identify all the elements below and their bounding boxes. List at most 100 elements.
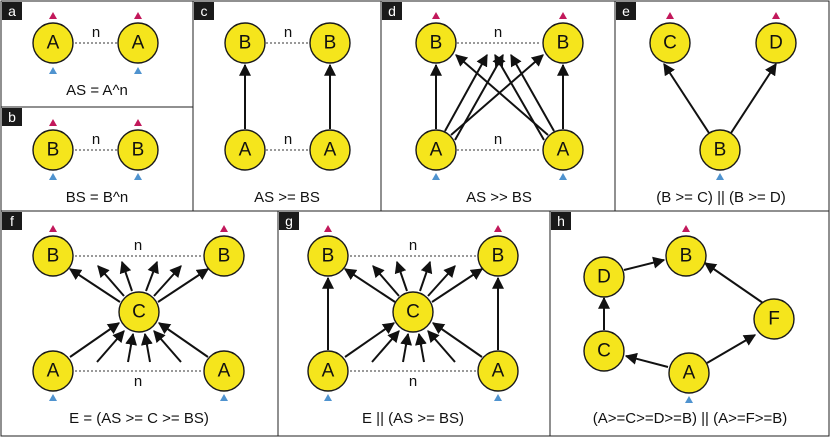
panel-tag-b <box>2 108 22 126</box>
output-marker <box>559 12 567 19</box>
panel-tag-g-text: g <box>285 213 293 229</box>
edge-arrow <box>427 265 456 297</box>
node-b <box>699 129 741 171</box>
output-marker <box>666 12 674 19</box>
node-label: A <box>322 361 335 382</box>
n-label: n <box>134 373 142 390</box>
n-label: n <box>284 131 292 148</box>
node-b-right <box>203 235 245 277</box>
panel-c: c n n B B A A AS >= BS <box>194 2 351 206</box>
panel-tag-g <box>279 212 299 230</box>
edge-arrow <box>145 260 159 292</box>
output-marker <box>494 225 502 232</box>
node-b-left <box>415 22 457 64</box>
n-label: n <box>409 373 417 390</box>
input-marker <box>685 396 693 403</box>
edge-arrow <box>510 53 555 132</box>
edge-arrow <box>400 332 413 363</box>
node-label: A <box>430 140 443 161</box>
edge-arrow <box>663 62 710 134</box>
node-label: A <box>324 140 337 161</box>
input-marker <box>134 67 142 74</box>
edge-arrow <box>153 330 182 363</box>
edge-arrow <box>343 268 396 303</box>
node-a-left <box>224 129 266 171</box>
panel-b: b n B B BS = B^n <box>2 108 159 206</box>
node-a-left <box>415 129 457 171</box>
node-b-right <box>477 235 519 277</box>
input-marker <box>494 394 502 401</box>
node-label: A <box>239 140 252 161</box>
edge-arrow <box>125 332 138 363</box>
edge-arrow <box>431 268 484 303</box>
caption-g: E || (AS >= BS) <box>362 410 464 427</box>
node-label: F <box>768 309 780 330</box>
n-label: n <box>284 24 292 41</box>
edge-arrow <box>153 265 182 297</box>
panel-e: e C D B (B >= C) || (B >= D) <box>616 2 797 206</box>
node-label: C <box>663 33 677 54</box>
n-label: n <box>409 237 417 254</box>
edge-arrow <box>394 260 408 292</box>
node-b-left <box>32 129 74 171</box>
input-marker <box>49 67 57 74</box>
edge-arrow <box>119 260 133 292</box>
edge-arrow <box>432 322 483 358</box>
edge-arrow <box>444 53 488 132</box>
node-b-right <box>117 129 159 171</box>
panel-tag-f <box>2 212 22 230</box>
node-a-right <box>117 22 159 64</box>
node-label: B <box>430 33 443 54</box>
output-marker <box>49 119 57 126</box>
input-marker <box>220 394 228 401</box>
output-marker <box>134 119 142 126</box>
output-marker <box>134 12 142 19</box>
node-label: B <box>492 246 505 267</box>
n-label: n <box>494 131 502 148</box>
output-marker <box>220 225 228 232</box>
node-label: B <box>324 33 337 54</box>
node-b-left <box>32 235 74 277</box>
input-marker <box>716 173 724 180</box>
input-marker <box>49 173 57 180</box>
node-a-left <box>32 22 74 64</box>
panel-tag-e-text: e <box>622 3 630 19</box>
n-label: n <box>134 237 142 254</box>
edge-arrow <box>372 265 400 297</box>
edge-arrow <box>706 334 757 364</box>
panel-d: d n n B B A A AS >> BS <box>382 2 584 206</box>
panel-h: h D B F C A (A>=C>=D>=B) || (A>=F>=B) <box>551 212 795 427</box>
node-c <box>392 291 434 333</box>
node-label: B <box>714 140 727 161</box>
edge-arrow <box>69 322 120 358</box>
node-f <box>753 298 795 340</box>
node-label: B <box>47 246 60 267</box>
n-label: n <box>92 131 100 148</box>
node-label: B <box>218 246 231 267</box>
node-label: D <box>769 33 783 54</box>
node-c <box>649 22 691 64</box>
node-b-right <box>542 22 584 64</box>
output-marker <box>772 12 780 19</box>
edge-arrow <box>371 330 400 363</box>
panel-tag-c <box>194 2 214 20</box>
edge-arrow <box>97 265 125 297</box>
edge-arrow <box>454 53 504 141</box>
caption-e: (B >= C) || (B >= D) <box>656 189 786 206</box>
node-a-left <box>307 350 349 392</box>
edge-arrow <box>427 330 456 363</box>
panel-tag-a-text: a <box>8 3 16 19</box>
panel-tag-h-text: h <box>557 213 565 229</box>
panel-tag-b-text: b <box>8 109 16 125</box>
input-marker <box>432 173 440 180</box>
input-marker <box>49 394 57 401</box>
edge-arrow <box>344 322 395 358</box>
panel-tag-f-text: f <box>10 213 14 229</box>
node-label: D <box>597 267 611 288</box>
output-marker <box>49 225 57 232</box>
edge-arrow <box>704 262 764 304</box>
node-label: B <box>239 33 252 54</box>
node-c <box>583 330 625 372</box>
node-label: C <box>406 302 420 323</box>
panel-tag-a <box>2 2 22 20</box>
